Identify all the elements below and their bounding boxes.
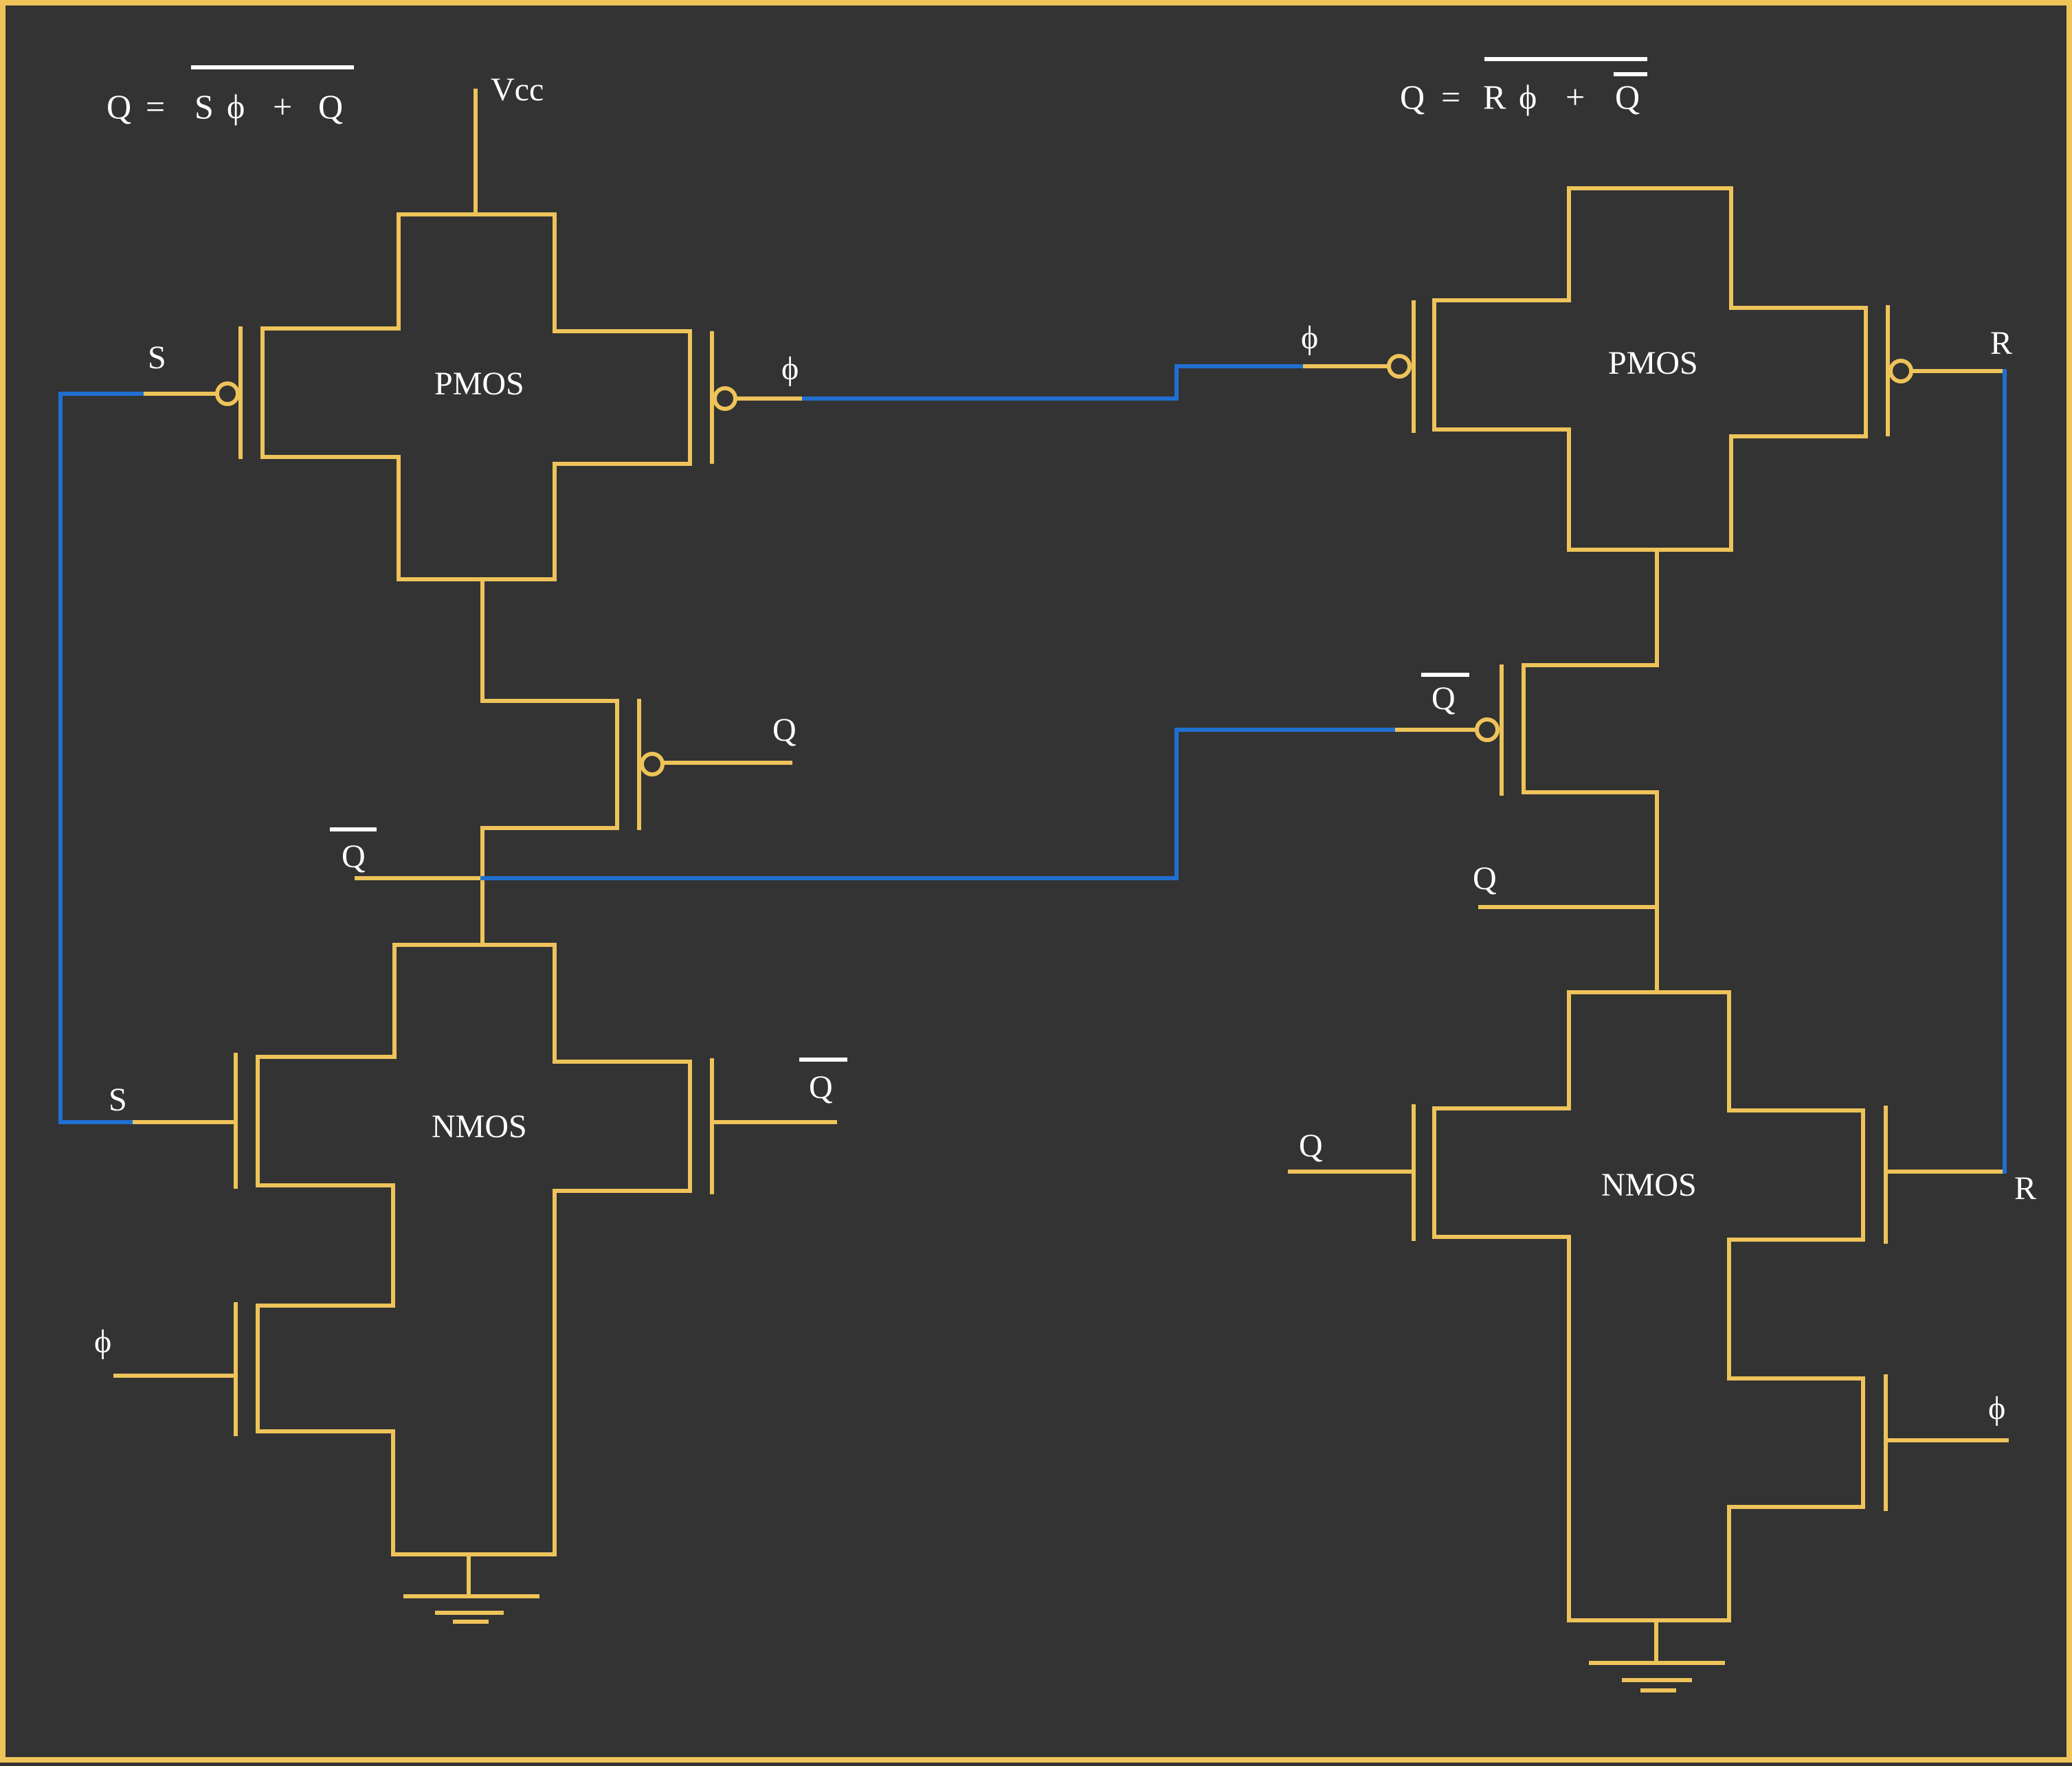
right-pmos-outline [1432,186,1868,552]
left-pmos-outline [260,212,692,581]
right-eq-plus: + [1566,78,1585,116]
left-eq-plus: + [273,87,292,126]
right-pmos-gate-phi-label: ϕ [1301,320,1318,356]
right-series-pmos: Q [1391,548,1659,994]
right-nmos-label: NMOS [1601,1167,1697,1203]
right-pmos-gate-r-bubble [1889,359,1913,383]
left-pmos-network: PMOS S ϕ [140,212,806,581]
right-nmos-network: NMOS Q R ϕ [1288,990,2036,1622]
right-circuit: Q = R ϕ + Q PMOS ϕ R [1288,57,2036,1692]
right-output-q: Q [1473,860,1659,909]
left-series-pmos: Q [480,577,797,947]
left-ground-icon [403,1552,539,1624]
right-nmos-gate-r-label: R [2014,1170,2036,1207]
link-s-input [58,392,144,1124]
left-series-pmos-label: Q [772,712,797,748]
right-nmos-outline [1432,990,1865,1622]
left-pmos-label: PMOS [434,366,524,402]
left-nmos-label: NMOS [432,1108,527,1145]
right-pmos-gate-phi-bubble [1387,354,1412,379]
left-equation: Q = S ϕ + Q [107,65,354,126]
right-eq-term-qbar: Q [1615,78,1640,116]
left-nmos-gate-s-label: S [109,1082,127,1118]
right-ground-icon [1589,1618,1725,1692]
right-equation: Q = R ϕ + Q [1400,57,1647,116]
left-eq-term-q: Q [318,87,343,126]
link-phi-clock [802,364,1303,401]
left-eq-lhs: Q [107,87,131,126]
right-pmos-label: PMOS [1608,345,1698,381]
left-nmos-outline [256,943,692,1556]
left-circuit: Q = S ϕ + Q Vcc PMOS S ϕ [94,65,847,1624]
left-eq-term-s: S [194,87,214,126]
left-eq-equals: = [146,87,165,126]
interconnects [58,364,2007,1174]
vcc-label: Vcc [491,71,544,108]
left-nmos-network: NMOS S Q ϕ [94,943,847,1556]
right-eq-term-r: R [1483,78,1506,116]
left-output-qbar-label: Q [342,838,366,875]
right-series-pmos-channel [1522,548,1659,994]
left-nmos-gate-phi-label: ϕ [94,1323,111,1360]
left-pmos-gate-phi-label: ϕ [781,350,799,387]
right-pmos-gate-r-label: R [1990,325,2012,361]
left-series-pmos-channel [480,577,619,947]
right-eq-lhs: Q [1400,78,1425,116]
right-nmos-gate-q-label: Q [1299,1128,1323,1164]
left-series-pmos-bubble [640,752,665,776]
right-eq-equals: = [1441,78,1460,116]
left-eq-term-phi: ϕ [227,87,245,126]
right-output-q-label: Q [1473,860,1497,897]
left-output-qbar: Q [330,827,484,880]
right-series-pmos-bubble [1475,717,1500,742]
left-pmos-gate-phi-bubble [713,386,737,411]
left-pmos-gate-s-label: S [148,339,166,376]
right-eq-term-phi: ϕ [1519,78,1537,116]
right-nmos-gate-phi-label: ϕ [1988,1390,2005,1427]
left-nmos-gate-qbar-label: Q [809,1069,833,1106]
left-pmos-gate-s-bubble [215,381,240,406]
right-series-pmos-label: Q [1432,680,1456,717]
right-pmos-network: PMOS ϕ R [1299,186,2012,552]
link-qbar-feedback [480,728,1395,880]
